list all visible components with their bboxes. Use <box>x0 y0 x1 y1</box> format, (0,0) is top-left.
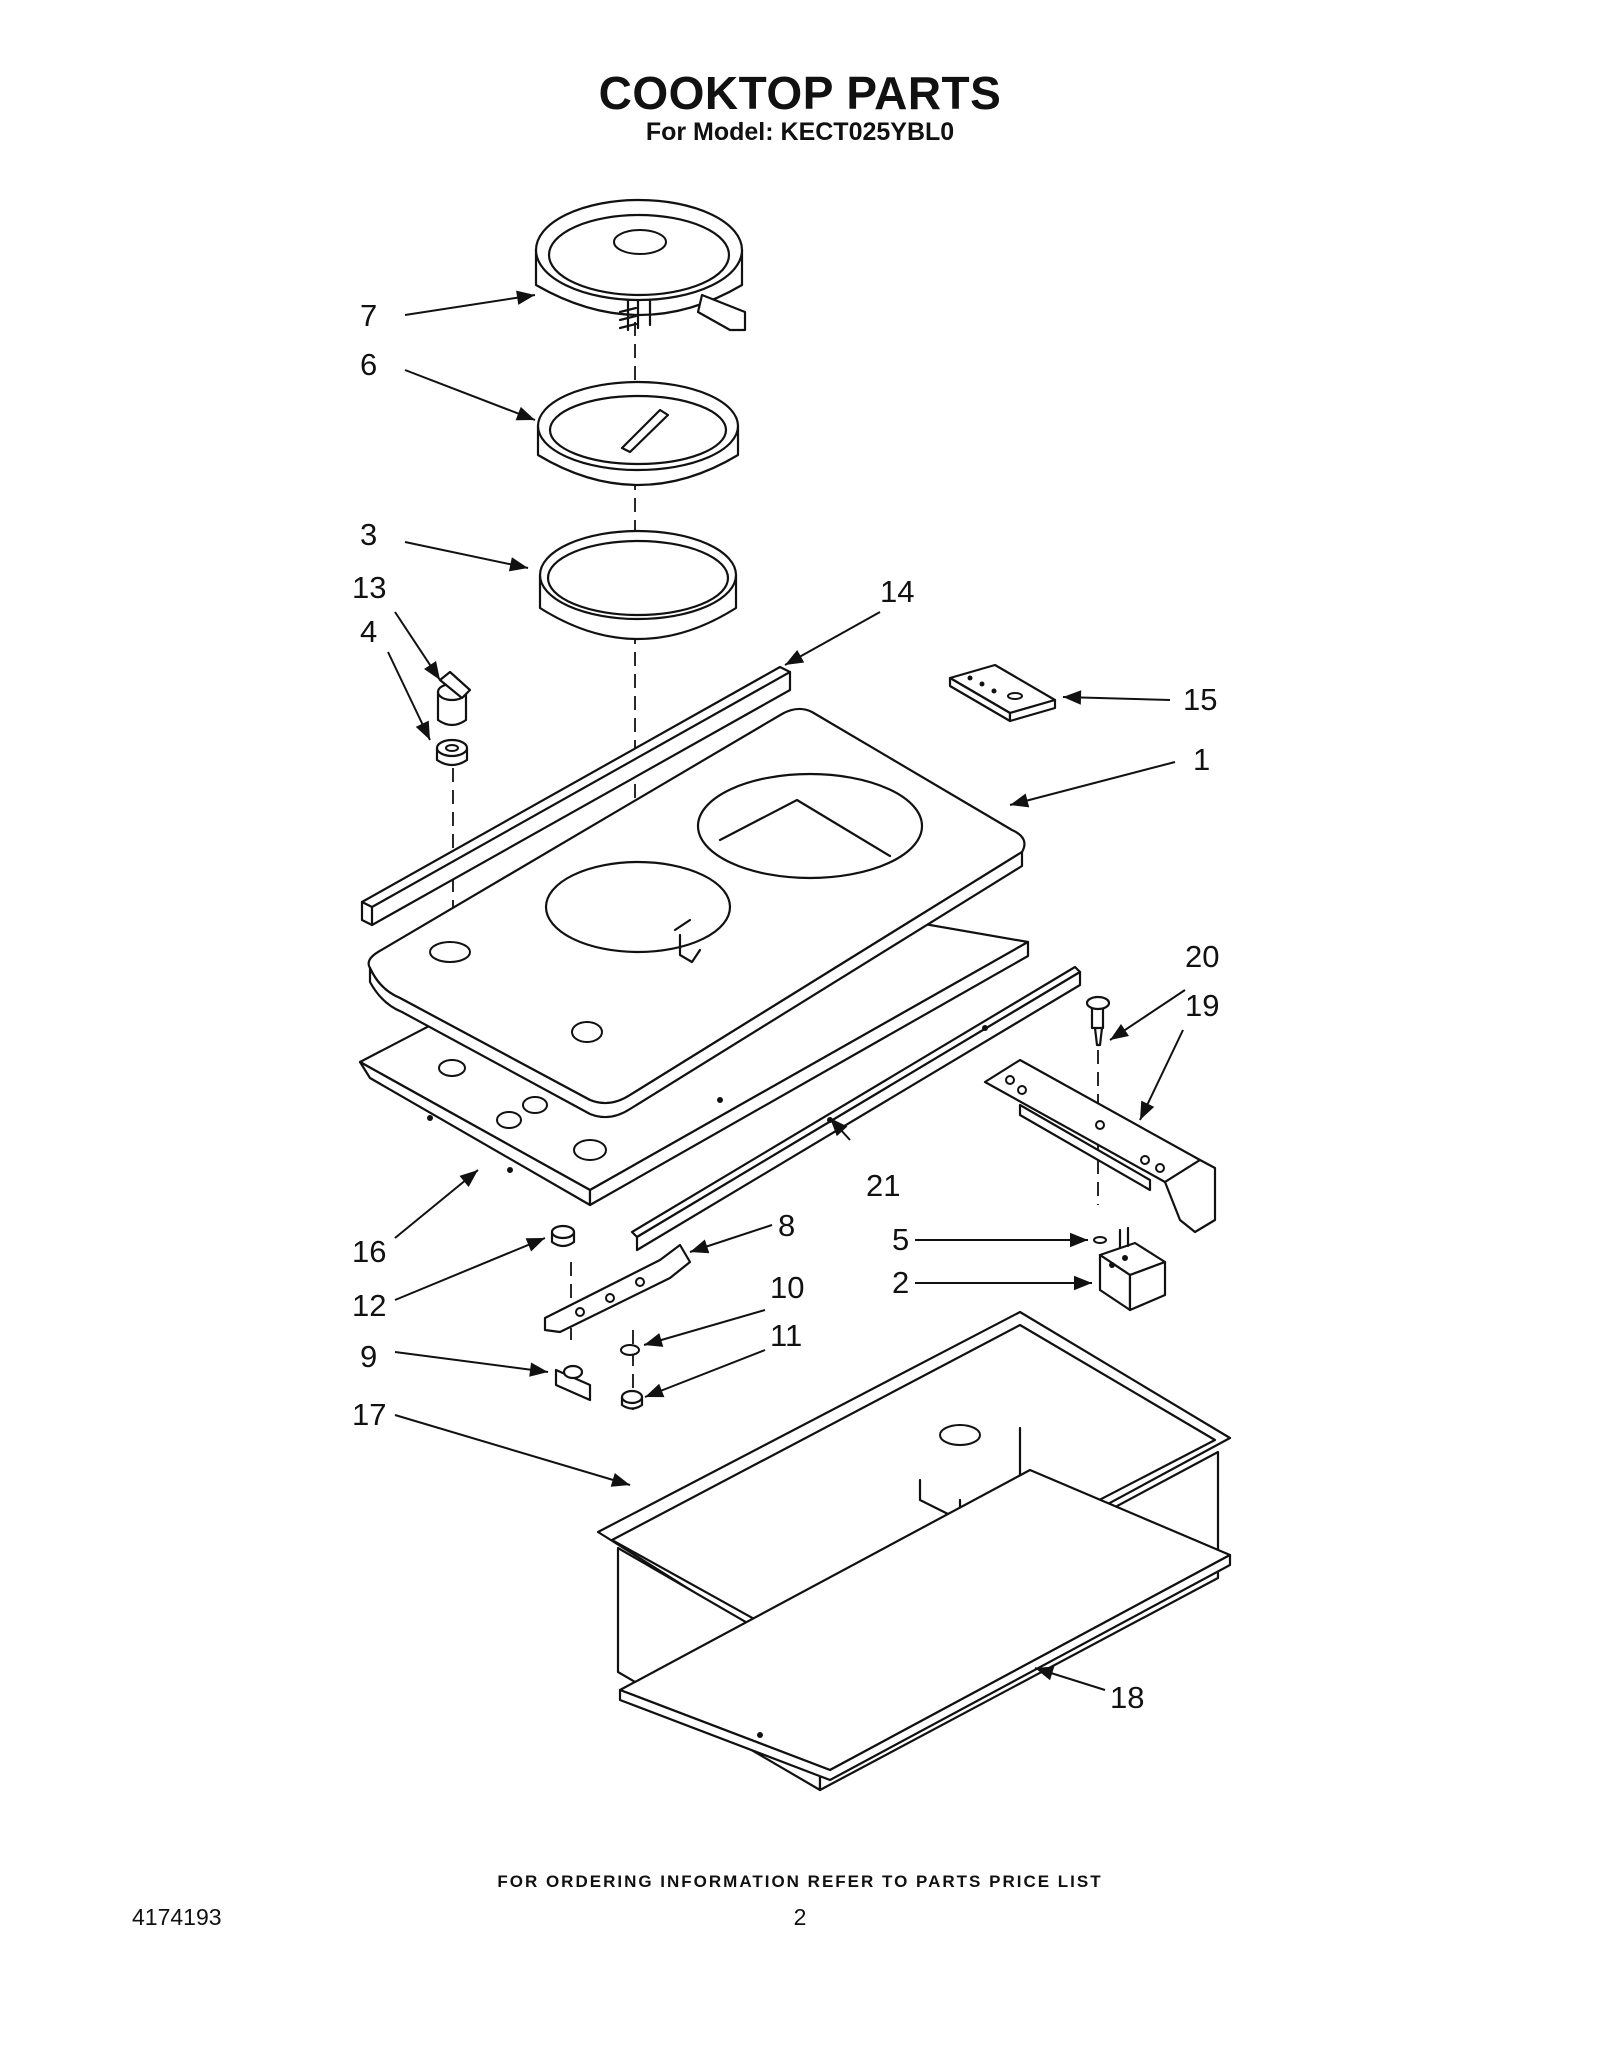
callout-8: 8 <box>778 1208 795 1243</box>
callout-12: 12 <box>352 1288 386 1323</box>
model-subtitle: For Model: KECT025YBL0 <box>645 118 955 146</box>
callout-13: 13 <box>352 570 386 605</box>
part-12-nut <box>550 1224 576 1248</box>
part-15-bracket <box>948 663 1057 723</box>
part-11-nut <box>620 1389 644 1410</box>
part-6-reflector-bowl <box>536 380 740 486</box>
part-14-trim-strip <box>360 665 792 927</box>
part-19-switch-bracket <box>983 1058 1217 1234</box>
callout-2: 2 <box>892 1265 909 1300</box>
part-20-pin <box>1085 995 1111 1047</box>
callout-7: 7 <box>360 298 377 333</box>
leader-lines <box>387 290 1186 1691</box>
part-13-knob <box>436 670 472 727</box>
page-number: 2 <box>793 1904 807 1930</box>
ordering-info-note: FOR ORDERING INFORMATION REFER TO PARTS … <box>497 1872 1103 1891</box>
part-8-support-bar <box>543 1243 692 1334</box>
part-10-washer <box>620 1344 640 1356</box>
callout-21: 21 <box>866 1168 900 1203</box>
page-title: COOKTOP PARTS <box>598 67 1002 119</box>
part-3-trim-ring <box>538 529 738 640</box>
callout-17: 17 <box>352 1397 386 1432</box>
callout-5: 5 <box>892 1222 909 1257</box>
callout-6: 6 <box>360 347 377 382</box>
part-9-limiter <box>554 1364 592 1402</box>
part-4-knob-bezel <box>435 738 469 767</box>
callout-14: 14 <box>880 574 914 609</box>
part-21-side-strip <box>630 965 1082 1252</box>
callout-16: 16 <box>352 1234 386 1269</box>
callout-3: 3 <box>360 517 377 552</box>
callout-4: 4 <box>360 614 377 649</box>
callout-19: 19 <box>1185 988 1219 1023</box>
callout-1: 1 <box>1193 742 1210 777</box>
callout-10: 10 <box>770 1270 804 1305</box>
part-2-switch <box>1098 1226 1167 1312</box>
part-5-washer <box>1093 1236 1107 1244</box>
document-number: 4174193 <box>132 1904 222 1930</box>
callout-11: 11 <box>770 1318 802 1353</box>
part-7-surface-element <box>534 198 747 332</box>
callout-labels: 7 6 3 13 4 14 15 1 20 19 16 21 8 5 2 10 … <box>352 298 1219 1715</box>
part-1-cooktop <box>367 707 1026 1119</box>
part-18-bottom-panel <box>618 1468 1232 1782</box>
callout-9: 9 <box>360 1339 377 1374</box>
callout-18: 18 <box>1110 1680 1144 1715</box>
callout-20: 20 <box>1185 939 1219 974</box>
callout-15: 15 <box>1183 682 1217 717</box>
